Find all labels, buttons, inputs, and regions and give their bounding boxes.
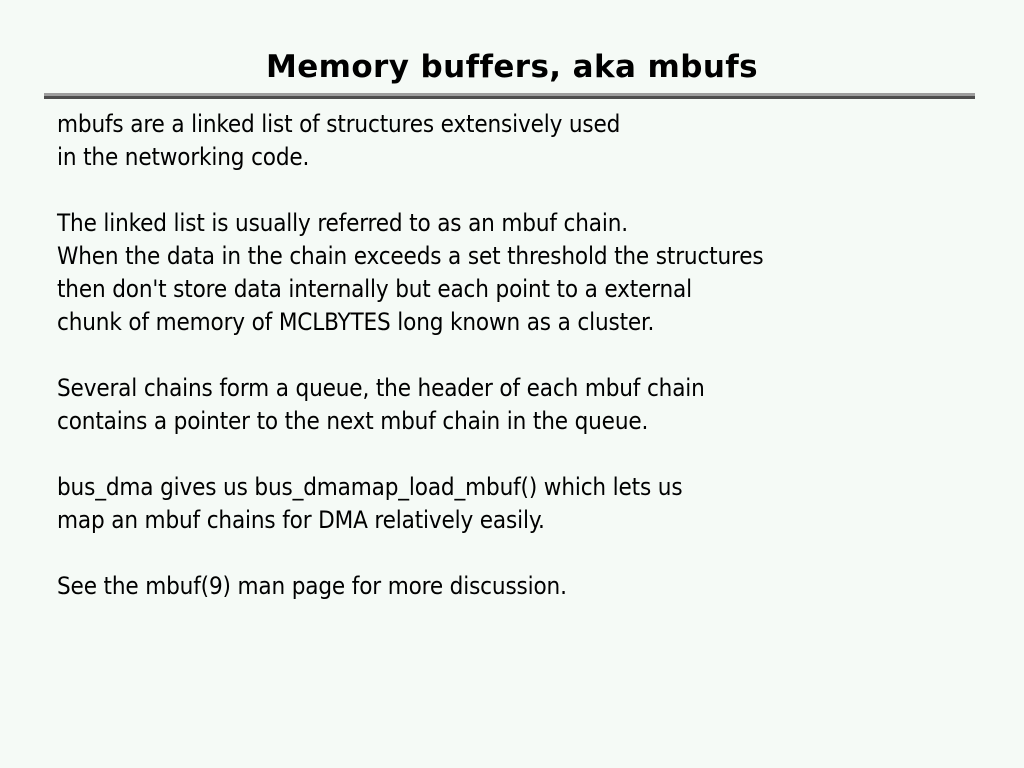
page-title: Memory buffers, aka mbufs [265, 49, 759, 85]
title-divider-rule [44, 93, 975, 99]
body-line: The linked list is usually referred to a… [57, 209, 628, 237]
paragraph: bus_dma gives us bus_dmamap_load_mbuf() … [57, 471, 997, 537]
body-line: Several chains form a queue, the header … [57, 374, 705, 402]
body-line: See the mbuf(9) man page for more discus… [57, 572, 567, 600]
body-line: contains a pointer to the next mbuf chai… [57, 407, 649, 435]
paragraph: mbufs are a linked list of structures ex… [57, 108, 997, 174]
body-line: mbufs are a linked list of structures ex… [57, 110, 621, 138]
paragraph: See the mbuf(9) man page for more discus… [57, 570, 997, 603]
slide-body: mbufs are a linked list of structures ex… [57, 108, 997, 603]
paragraph: Several chains form a queue, the header … [57, 372, 997, 438]
paragraph: The linked list is usually referred to a… [57, 207, 997, 339]
body-line: chunk of memory of MCLBYTES long known a… [57, 308, 655, 336]
body-line: When the data in the chain exceeds a set… [57, 242, 764, 270]
body-line: bus_dma gives us bus_dmamap_load_mbuf() … [57, 473, 683, 501]
body-line: in the networking code. [57, 143, 310, 171]
body-line: then don't store data internally but eac… [57, 275, 692, 303]
body-line: map an mbuf chains for DMA relatively ea… [57, 506, 545, 534]
